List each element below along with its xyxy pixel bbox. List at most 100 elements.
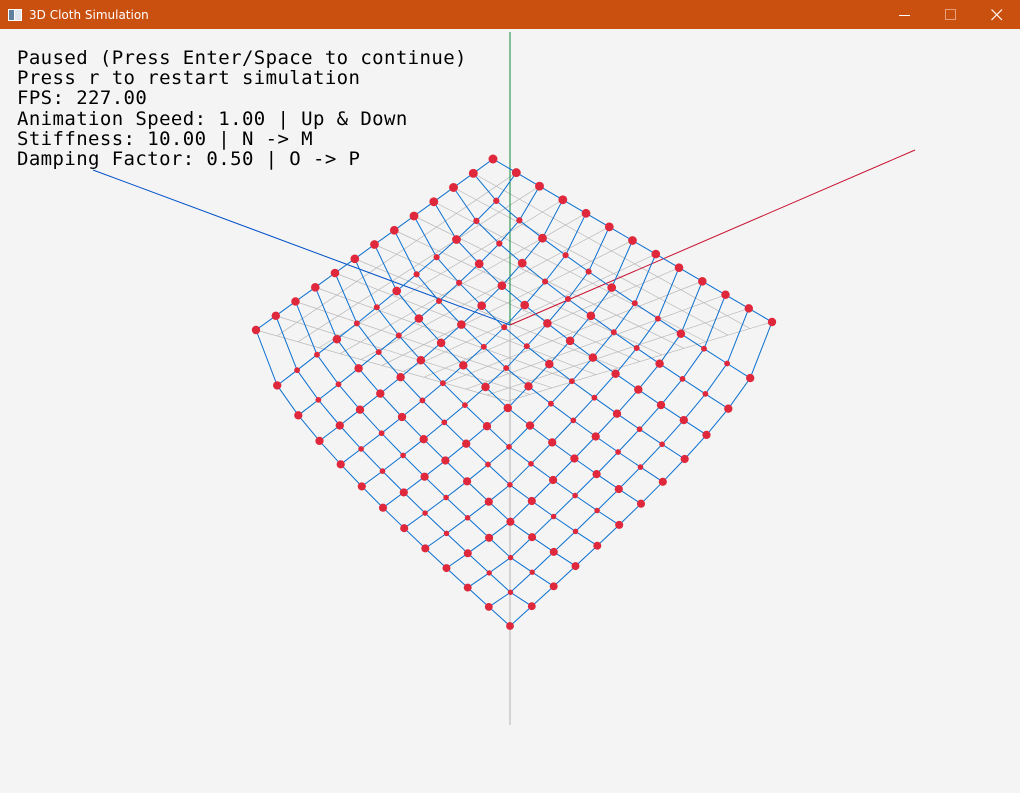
cloth-link-u (678, 267, 703, 282)
cloth-link-v (553, 565, 576, 587)
cloth-link-u (611, 287, 636, 304)
cloth-node (480, 343, 487, 350)
cloth-link-v (588, 226, 610, 272)
cloth-link-v (478, 243, 500, 265)
cloth-node (315, 397, 322, 403)
cloth-link-u (562, 199, 587, 214)
cloth-link-u (592, 357, 616, 375)
cloth-link-u (456, 239, 480, 265)
cloth-node (528, 533, 537, 542)
cloth-link-v (567, 271, 589, 300)
minimize-button[interactable] (882, 0, 928, 29)
maximize-button[interactable] (928, 0, 974, 29)
grid-line-row (354, 258, 619, 369)
cloth-link-v (596, 451, 619, 475)
title-bar[interactable]: 3D Cloth Simulation (0, 0, 1020, 29)
cloth-node (571, 562, 580, 571)
minimize-icon (899, 14, 910, 16)
grid-line-col (507, 321, 773, 402)
cloth-node (376, 389, 385, 398)
cloth-node (392, 286, 402, 296)
cloth-link-u (702, 280, 726, 296)
cloth-node (354, 364, 363, 373)
cloth-node (702, 391, 709, 397)
cloth-link-v (510, 500, 533, 523)
cloth-link-v (461, 305, 483, 325)
cloth-link-v (684, 434, 707, 460)
cloth-link-v (550, 380, 573, 405)
close-icon (991, 8, 1003, 20)
cloth-node (271, 311, 281, 321)
cloth-node (674, 263, 684, 272)
cloth-node (473, 217, 480, 225)
cloth-link-u (498, 243, 523, 264)
cloth-link-v (338, 367, 359, 385)
cloth-link-u (467, 587, 490, 608)
animation-speed-readout: Animation Speed: 1.00 | Up & Down (17, 107, 408, 130)
cloth-link-u (255, 329, 278, 386)
cloth-link-v (661, 419, 685, 445)
cloth-link-u (339, 425, 362, 450)
cloth-link-v (640, 443, 663, 468)
restart-hint-text: Press r to restart simulation (17, 67, 361, 90)
cloth-node (462, 402, 468, 408)
cloth-node (435, 297, 443, 305)
cloth-node (680, 454, 689, 464)
cloth-link-v (416, 256, 437, 275)
cloth-link-u (476, 220, 500, 244)
cloth-link-v (465, 425, 488, 445)
cloth-node (517, 258, 527, 268)
cloth-node (676, 329, 686, 339)
cloth-link-u (418, 318, 442, 344)
cloth-link-u (565, 254, 589, 273)
cloth-link-u (443, 422, 467, 445)
cloth-node (679, 415, 688, 425)
cloth-link-v (400, 359, 422, 378)
maximize-icon (945, 8, 956, 20)
cloth-nodes (251, 154, 777, 630)
cloth-node (484, 497, 493, 506)
cloth-link-u (575, 530, 598, 547)
cloth-node (421, 544, 430, 553)
cloth-node (336, 460, 345, 469)
cloth-link-u (548, 363, 573, 382)
cloth-node (525, 421, 535, 430)
cloth-link-u (467, 517, 490, 539)
cloth-link-u (424, 548, 447, 569)
cloth-node (572, 492, 578, 499)
cloth-node (607, 283, 617, 292)
cloth-link-v (339, 409, 361, 426)
cloth-link-u (458, 282, 483, 307)
cloth-link-v (659, 333, 682, 364)
cloth-link-v (487, 446, 510, 465)
cloth-node (370, 240, 379, 249)
cloth-node (459, 361, 468, 370)
cloth-link-u (358, 367, 381, 394)
cloth-node (564, 295, 572, 303)
cloth-node (549, 475, 558, 485)
cloth-link-u (510, 557, 533, 573)
cloth-link-u (401, 416, 425, 440)
cloth-node (419, 397, 426, 404)
cloth-node (570, 454, 579, 463)
cloth-node (549, 547, 558, 556)
cloth-node (488, 154, 498, 164)
cloth-link-v (424, 497, 447, 514)
close-button[interactable] (974, 0, 1020, 29)
cloth-link-u (381, 432, 404, 456)
cloth-node (507, 589, 514, 595)
cloth-link-u (466, 480, 490, 503)
cloth-link-u (340, 463, 363, 487)
cloth-link-v (703, 294, 726, 349)
cloth-link-u (297, 414, 320, 442)
cloth-link-u (402, 455, 425, 478)
cloth-node (463, 477, 472, 486)
cloth-link-u (472, 172, 497, 202)
cloth-link-u (403, 492, 426, 514)
cloth-link-u (295, 301, 318, 355)
cloth-link-u (478, 263, 503, 287)
simulation-viewport[interactable]: Paused (Press Enter/Space to continue) P… (0, 29, 1020, 793)
cloth-link-v (617, 428, 640, 453)
cloth-link-v (596, 488, 620, 511)
cloth-node (433, 254, 440, 261)
